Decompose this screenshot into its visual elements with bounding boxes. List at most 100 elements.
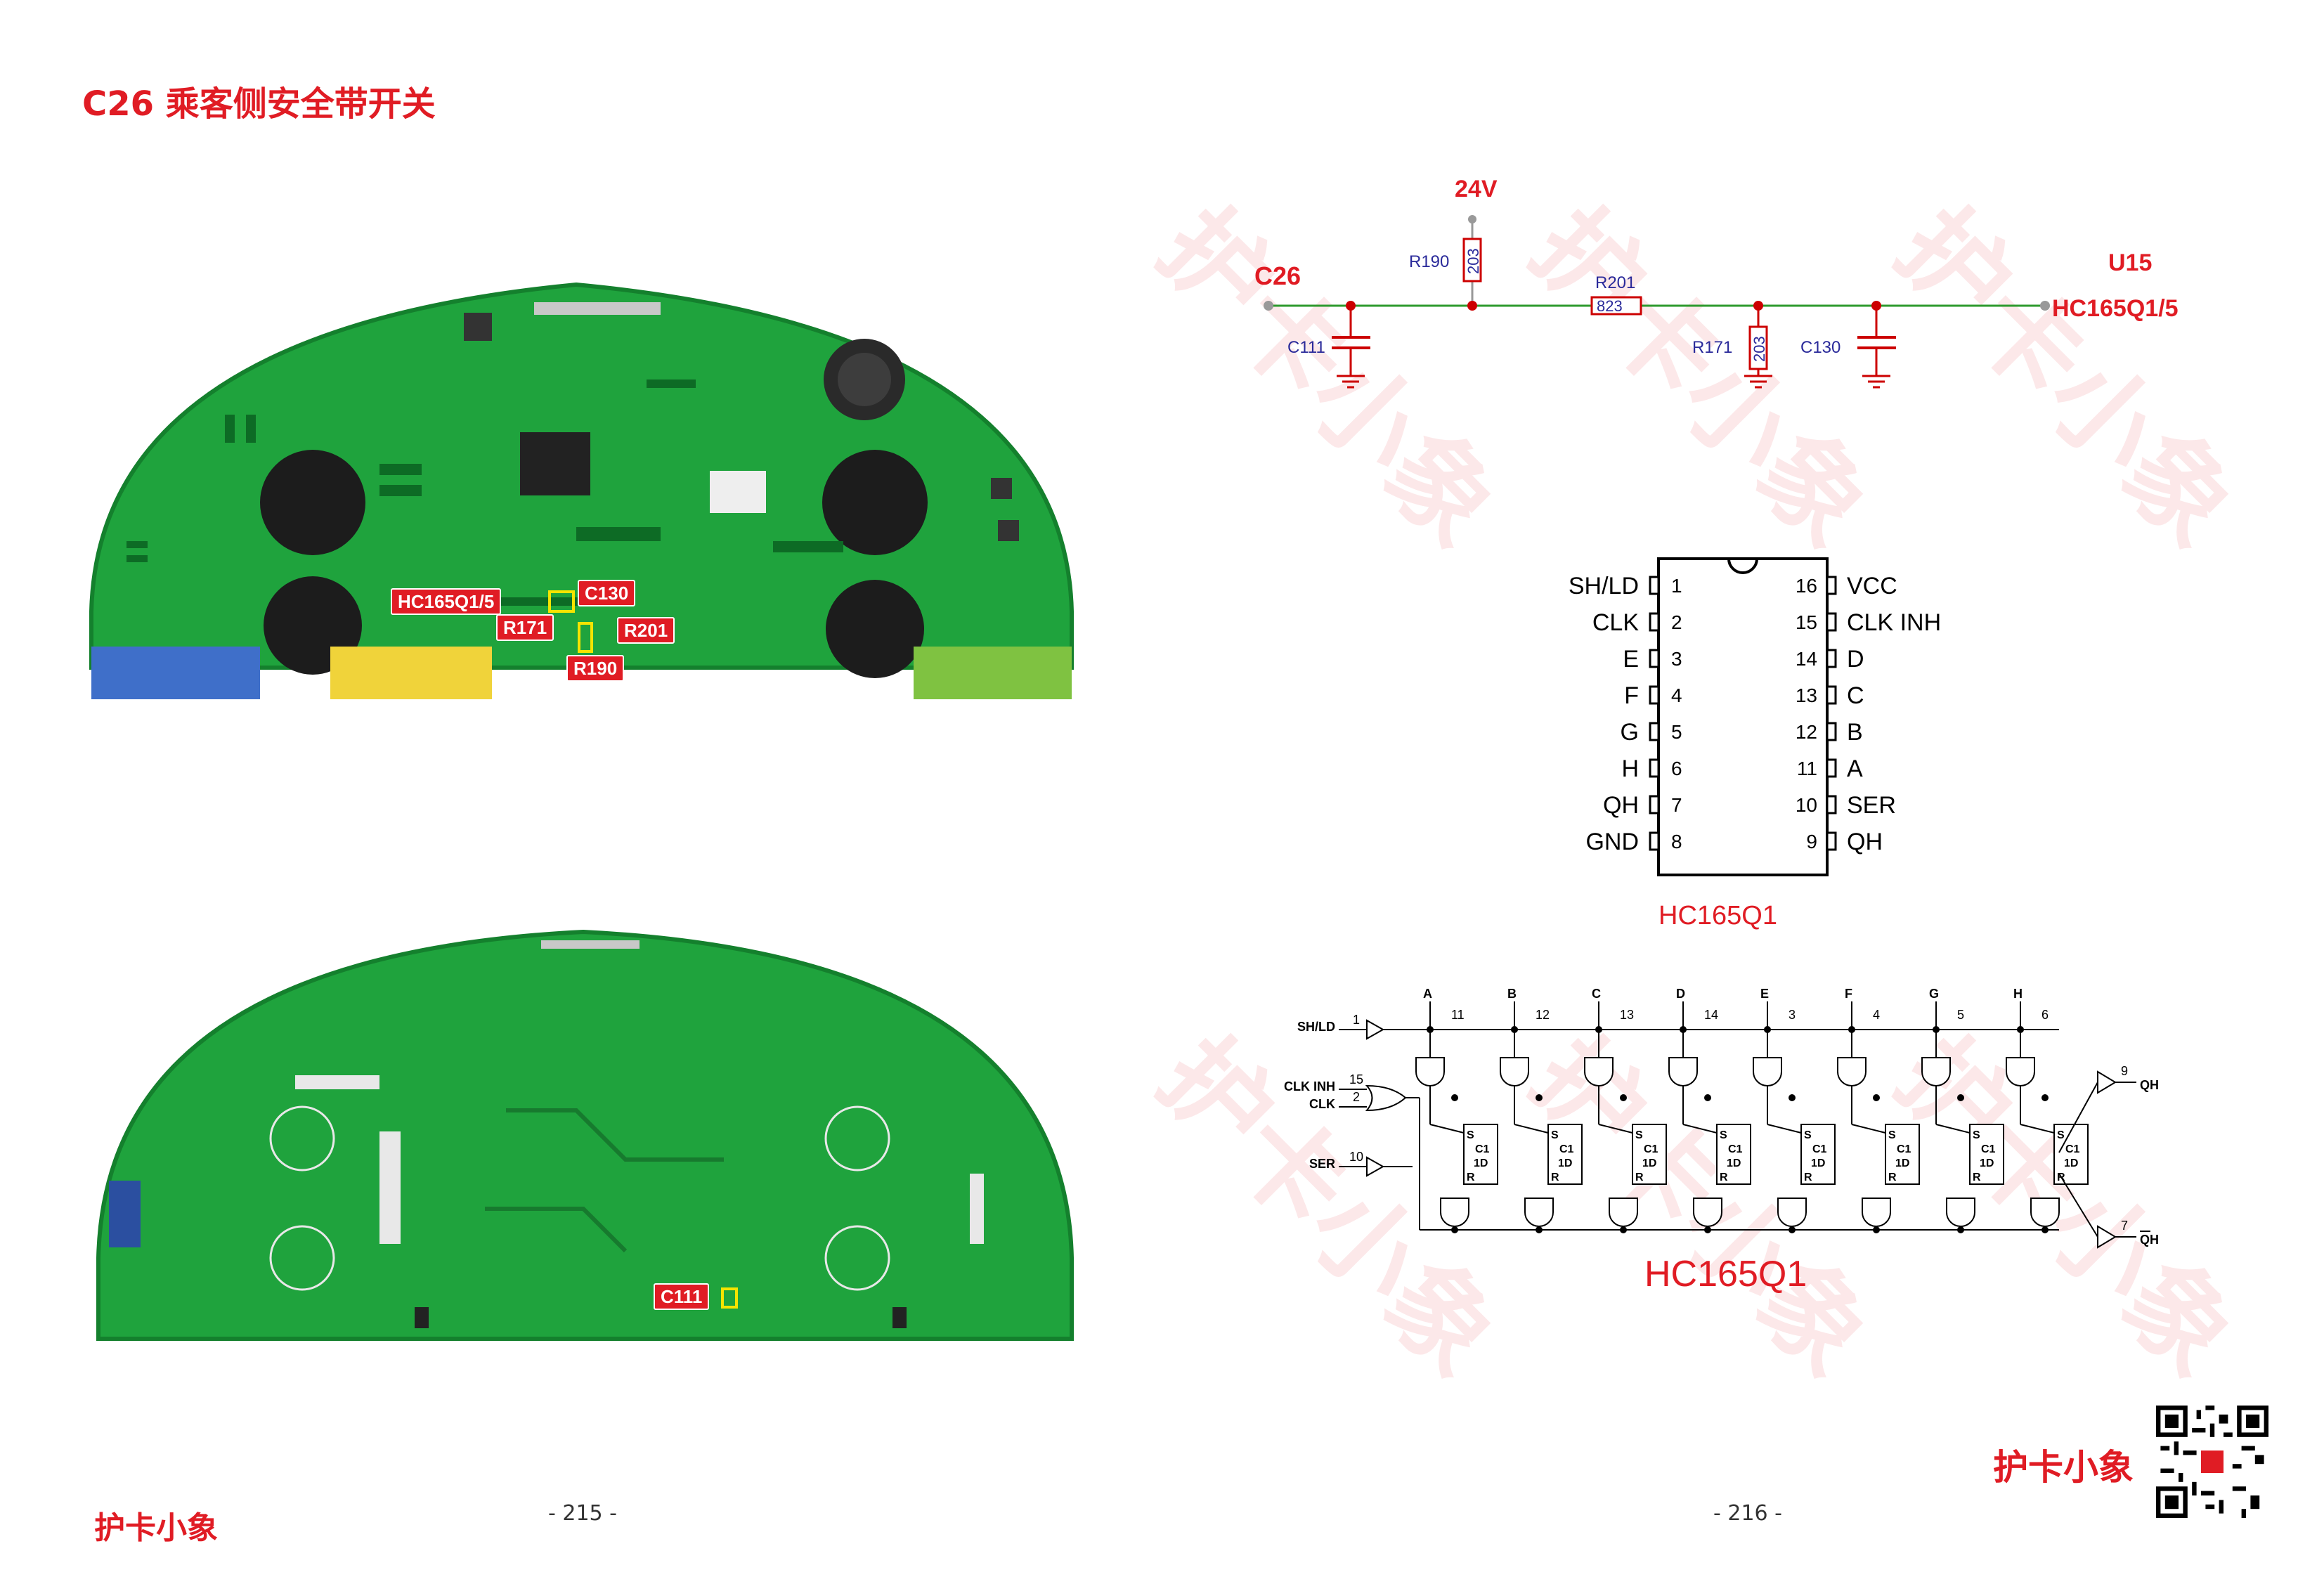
logic-data-pin-3: 3 (1789, 1008, 1796, 1022)
svg-text:S: S (1467, 1129, 1474, 1141)
pin-name-3: E (1623, 646, 1639, 673)
logic-chip-label: HC165Q1 (1644, 1254, 1807, 1294)
svg-text:S: S (1720, 1129, 1727, 1141)
svg-text:S: S (1551, 1129, 1559, 1141)
label-c26: C26 (1254, 261, 1301, 290)
pin-number-10: 10 (1796, 794, 1817, 816)
logic-data-input-F: F (1845, 987, 1852, 1001)
svg-text:C1: C1 (1475, 1143, 1490, 1155)
svg-text:1D: 1D (1558, 1157, 1572, 1169)
logic-data-pin-4: 4 (1873, 1008, 1880, 1022)
label-r171: R171 (1692, 338, 1732, 357)
svg-text:1D: 1D (1727, 1157, 1741, 1169)
label-c111: C111 (1287, 338, 1325, 357)
svg-text:C1: C1 (1981, 1143, 1996, 1155)
label-r171-top: R171 (496, 614, 554, 641)
label-r190-top: R190 (566, 655, 625, 682)
logic-output-pin-7: 7 (2121, 1219, 2128, 1233)
svg-text:S: S (1635, 1129, 1643, 1141)
label-c130-top: C130 (578, 580, 636, 606)
logic-data-input-H: H (2013, 987, 2023, 1001)
pin-name-8: GND (1585, 829, 1639, 855)
pin-name-11: A (1847, 755, 1863, 782)
svg-text:R: R (1973, 1172, 1981, 1183)
svg-text:1D: 1D (1642, 1157, 1656, 1169)
logic-data-pin-13: 13 (1620, 1008, 1634, 1022)
highlight-resistors (578, 622, 593, 653)
logic-output-qh: QH (2140, 1078, 2159, 1092)
pin-name-5: G (1621, 719, 1639, 746)
logic-data-pin-11: 11 (1451, 1008, 1465, 1022)
logic-input-2: CLK (1309, 1097, 1335, 1111)
pinout-chip-label: HC165Q1 (1658, 901, 1777, 930)
logic-output-qh-bar: QH (2140, 1233, 2159, 1247)
svg-text:1D: 1D (1980, 1157, 1994, 1169)
code-r190: 203 (1465, 248, 1482, 274)
highlight-hc165 (548, 590, 575, 613)
label-c130: C130 (1800, 338, 1841, 357)
highlight-c111 (721, 1287, 738, 1309)
svg-text:R: R (1635, 1172, 1644, 1183)
svg-text:S: S (1973, 1129, 1980, 1141)
pin-number-11: 11 (1797, 758, 1817, 779)
logic-input-pin-2: 2 (1353, 1090, 1360, 1104)
pin-name-9: QH (1847, 829, 1883, 855)
svg-text:C1: C1 (1728, 1143, 1743, 1155)
pin-number-16: 16 (1796, 575, 1817, 597)
svg-text:S: S (1888, 1129, 1896, 1141)
pin-number-13: 13 (1796, 684, 1817, 706)
svg-text:S: S (2057, 1129, 2065, 1141)
pin-number-3: 3 (1671, 648, 1682, 670)
logic-input-pin-0: 1 (1353, 1013, 1360, 1027)
pin-number-5: 5 (1671, 721, 1682, 743)
circuit-schematic: 24V C26 U15 HC165Q1/5 R190 203 R201 823 … (1254, 176, 2179, 389)
label-r201: R201 (1595, 273, 1635, 292)
svg-text:R: R (1720, 1172, 1728, 1183)
brand-logo-right: 护卡小象 (1993, 1447, 2134, 1488)
qr-code (2156, 1406, 2268, 1518)
pin-name-6: H (1621, 755, 1639, 782)
code-r171: 203 (1751, 336, 1768, 362)
logic-output-pin-9: 9 (2121, 1064, 2128, 1078)
pin-name-16: VCC (1847, 573, 1897, 599)
svg-text:1D: 1D (1895, 1157, 1909, 1169)
page-number-right: - 216 - (1713, 1501, 1782, 1526)
logic-input-pin-1: 15 (1349, 1072, 1363, 1086)
pin-name-10: SER (1847, 792, 1896, 819)
code-r201: 823 (1597, 297, 1623, 315)
logic-stage-H: H6SC11DR (2006, 987, 2089, 1233)
label-r190: R190 (1409, 252, 1449, 271)
pin-number-9: 9 (1806, 831, 1817, 852)
page-title: C26 乘客侧安全带开关 (82, 84, 436, 124)
label-24v: 24V (1455, 176, 1498, 202)
page-number-left: - 215 - (548, 1501, 617, 1526)
logic-data-input-B: B (1507, 987, 1517, 1001)
pin-name-14: D (1847, 646, 1864, 673)
svg-text:C1: C1 (1644, 1143, 1658, 1155)
svg-text:R: R (1888, 1172, 1897, 1183)
logic-data-pin-12: 12 (1536, 1008, 1550, 1022)
pcb-front-photo (89, 282, 1074, 699)
logic-data-input-A: A (1423, 987, 1432, 1001)
pin-number-7: 7 (1671, 794, 1682, 816)
brand-logo-left: 护卡小象 (94, 1510, 218, 1546)
pcb-back-photo (96, 929, 1074, 1341)
pin-number-4: 4 (1671, 684, 1682, 706)
pin-number-12: 12 (1796, 721, 1817, 743)
svg-text:1D: 1D (1474, 1157, 1488, 1169)
pin-number-8: 8 (1671, 831, 1682, 852)
logic-data-input-C: C (1592, 987, 1601, 1001)
svg-text:R: R (1467, 1172, 1475, 1183)
svg-text:C1: C1 (2065, 1143, 2080, 1155)
logic-data-pin-6: 6 (2041, 1008, 2049, 1022)
logic-data-pin-14: 14 (1704, 1008, 1718, 1022)
logic-input-0: SH/LD (1297, 1020, 1335, 1034)
label-hc165q1-5: HC165Q1/5 (2052, 295, 2179, 322)
pin-name-7: QH (1603, 792, 1639, 819)
